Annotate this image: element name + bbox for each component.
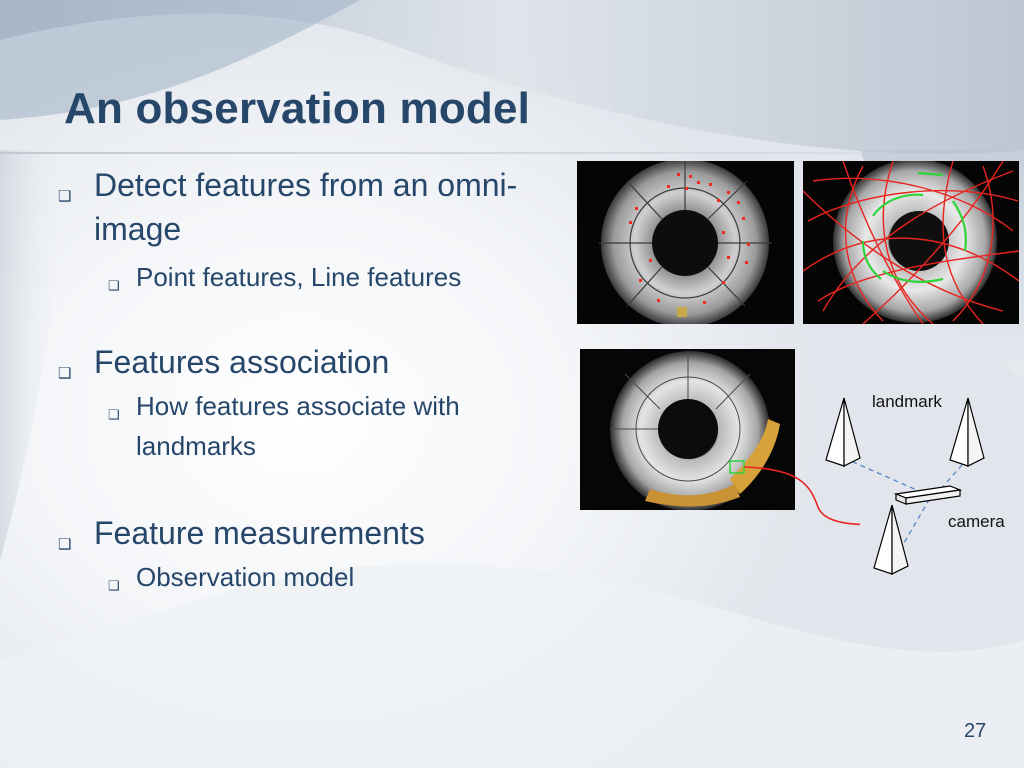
- subbullet-point-line-features: ❑ Point features, Line features: [108, 257, 568, 297]
- landmark-pyramid-icon: [873, 504, 909, 575]
- subbullet-text: Point features, Line features: [136, 262, 462, 292]
- bullet-text: Features association: [94, 344, 390, 380]
- checkbox-bullet-icon: ❑: [108, 407, 120, 422]
- landmark-pyramid-icon: [825, 397, 861, 467]
- subbullet-observation-model: ❑ Observation model: [108, 557, 548, 597]
- checkbox-bullet-icon: ❑: [58, 536, 72, 553]
- subbullet-text: How features associate with landmarks: [136, 391, 460, 461]
- bullet-feature-measurements: ❑ Feature measurements: [58, 511, 558, 555]
- camera-label: camera: [948, 512, 1005, 531]
- bullet-features-association: ❑ Features association: [58, 340, 558, 384]
- checkbox-bullet-icon: ❑: [108, 578, 120, 593]
- bullet-text: Feature measurements: [94, 515, 425, 551]
- checkbox-bullet-icon: ❑: [58, 188, 72, 205]
- landmark-label: landmark: [872, 392, 942, 411]
- title-divider: [0, 152, 860, 154]
- omni-image-point-features: [577, 161, 794, 324]
- association-arrow: [743, 466, 860, 526]
- checkbox-bullet-icon: ❑: [108, 278, 120, 293]
- camera-icon: [893, 485, 963, 505]
- landmark-pyramid-icon: [949, 397, 985, 467]
- bullet-detect-features: ❑ Detect features from an omni-image: [58, 163, 558, 251]
- omni-image-association: [580, 349, 795, 510]
- landmark-camera-diagram: landmark camera: [825, 392, 1005, 575]
- checkbox-bullet-icon: ❑: [58, 365, 72, 382]
- slide-title: An observation model: [64, 84, 531, 133]
- bullet-text: Detect features from an omni-image: [94, 167, 518, 247]
- page-number: 27: [964, 720, 987, 742]
- subbullet-how-features-associate: ❑ How features associate with landmarks: [108, 386, 548, 466]
- omni-image-line-features: [803, 161, 1019, 324]
- subbullet-text: Observation model: [136, 562, 355, 592]
